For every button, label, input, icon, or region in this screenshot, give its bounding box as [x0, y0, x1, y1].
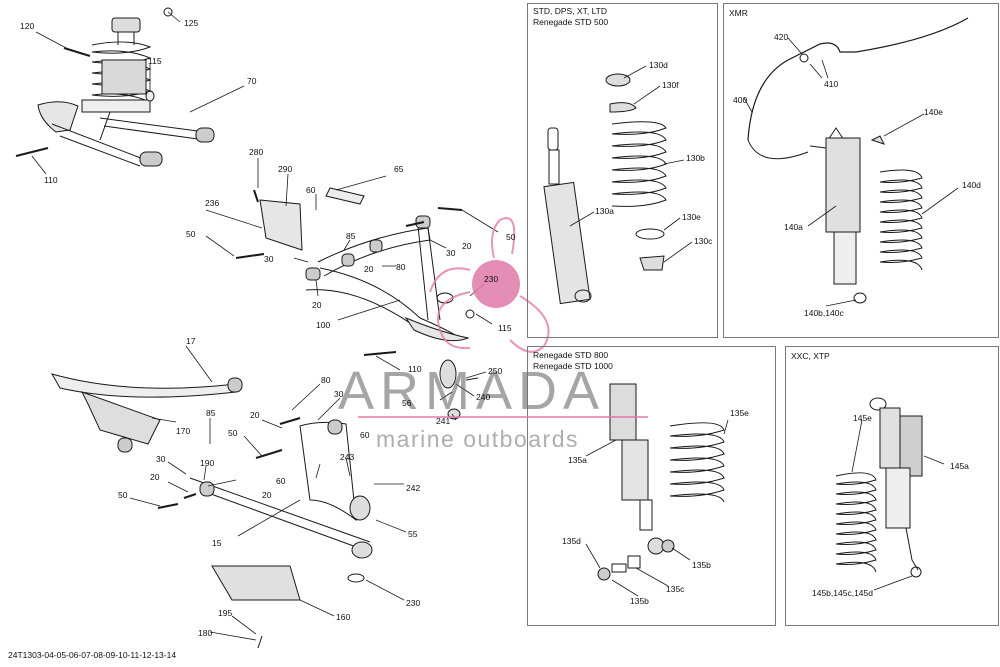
- watermark-brand: ARMADA: [338, 361, 606, 421]
- callout-label: 145e: [853, 413, 872, 423]
- left-shock-assembly: [15, 7, 215, 167]
- callout-label: 140b,140c: [804, 308, 844, 318]
- callout-label: 56: [402, 398, 412, 408]
- callout-label: 190: [200, 458, 215, 468]
- callout-label: 115: [498, 323, 512, 333]
- callout-label: 240: [476, 392, 491, 402]
- callout-label: 145b,145c,145d: [812, 588, 873, 598]
- callout-label: 20: [262, 490, 272, 500]
- callout-label: 50: [228, 428, 238, 438]
- callout-label: 20: [250, 410, 260, 420]
- callout-label: 135b: [630, 596, 649, 606]
- callout-label: 30: [264, 254, 274, 264]
- callout-label: 135b: [692, 560, 711, 570]
- callout-label: 50: [506, 232, 516, 242]
- callout-label: 400: [733, 95, 748, 105]
- callout-label: 20: [150, 472, 160, 482]
- callout-label: 130f: [662, 80, 679, 90]
- callout-label: 130e: [682, 212, 701, 222]
- callout-label: 241: [436, 416, 451, 426]
- callout-label: 30: [156, 454, 166, 464]
- panel-xxc-title: XXC, XTP: [791, 351, 830, 361]
- panel-renegade-title-1: Renegade STD 800: [533, 350, 609, 360]
- watermark-logo-graphic: [429, 217, 550, 353]
- panel-renegade: [527, 346, 776, 626]
- renegade-shock: [597, 383, 725, 581]
- callout-label: 140d: [962, 180, 981, 190]
- callout-label: 125: [184, 18, 199, 28]
- std-shock: [543, 73, 667, 305]
- watermark-tagline: marine outboards: [376, 426, 579, 452]
- callout-label: 15: [212, 538, 222, 548]
- callout-label: 20: [364, 264, 374, 274]
- callout-label: 180: [198, 628, 213, 638]
- callout-label: 160: [336, 612, 351, 622]
- callout-label: 120: [20, 21, 35, 31]
- callout-label: 140e: [924, 107, 943, 117]
- callout-label: 130b: [686, 153, 705, 163]
- xxc-spring: [835, 472, 877, 573]
- callout-label: 20: [312, 300, 322, 310]
- callout-label: 50: [118, 490, 128, 500]
- callout-label: 242: [406, 483, 421, 493]
- callout-label: 230: [484, 274, 499, 284]
- callout-label: 290: [278, 164, 293, 174]
- callout-label: 30: [446, 248, 456, 258]
- callout-label: 20: [462, 241, 472, 251]
- panel-renegade-title-2: Renegade STD 1000: [533, 361, 613, 371]
- xmr-shock: [747, 17, 969, 304]
- callout-label: 65: [394, 164, 404, 174]
- callout-label: 135c: [666, 584, 685, 594]
- callout-label: 420: [774, 32, 789, 42]
- callout-label: 135e: [730, 408, 749, 418]
- callout-label: 410: [824, 79, 839, 89]
- callout-label: 55: [408, 529, 418, 539]
- callout-label: 60: [276, 476, 286, 486]
- callout-label: 250: [488, 366, 503, 376]
- callout-label: 85: [346, 231, 356, 241]
- callout-label: 230: [406, 598, 421, 608]
- callout-label: 60: [360, 430, 370, 440]
- callout-label: 110: [408, 364, 422, 374]
- callout-label: 110: [44, 175, 58, 185]
- callout-label: 130d: [649, 60, 668, 70]
- callout-label: 236: [205, 198, 220, 208]
- panel-xmr-title: XMR: [729, 8, 748, 18]
- callout-label: 100: [316, 320, 331, 330]
- renegade-spring: [669, 422, 725, 503]
- panel-std: [527, 3, 718, 338]
- panel-xmr: [723, 3, 999, 338]
- callout-label: 130c: [694, 236, 713, 246]
- callout-label: 195: [218, 608, 233, 618]
- watermark-underline: [358, 416, 648, 418]
- callout-label: 80: [321, 375, 331, 385]
- callout-label: 170: [176, 426, 191, 436]
- callout-label: 140a: [784, 222, 803, 232]
- callout-label: 243: [340, 452, 355, 462]
- callout-label: 280: [249, 147, 264, 157]
- callout-label: 115: [148, 56, 162, 66]
- leader-lines: [31, 11, 959, 641]
- document-id: 24T1303-04-05-06-07-08-09-10-11-12-13-14: [8, 650, 177, 660]
- panel-std-title-1: STD, DPS, XT, LTD: [533, 6, 607, 16]
- callout-label: 70: [247, 76, 257, 86]
- callout-label: 135a: [568, 455, 587, 465]
- callout-label: 30: [334, 389, 344, 399]
- xxc-shock: [835, 397, 923, 578]
- xmr-spring: [879, 169, 923, 271]
- callout-label: 145a: [950, 461, 969, 471]
- callout-label: 17: [186, 336, 196, 346]
- callout-label: 130a: [595, 206, 614, 216]
- callout-label: 135d: [562, 536, 581, 546]
- panel-xxc: [785, 346, 999, 626]
- panel-std-title-2: Renegade STD 500: [533, 17, 609, 27]
- callout-label: 50: [186, 229, 196, 239]
- callout-label: 85: [206, 408, 216, 418]
- lower-left-arm: [50, 373, 373, 649]
- callout-label: 60: [306, 185, 316, 195]
- callout-label: 80: [396, 262, 406, 272]
